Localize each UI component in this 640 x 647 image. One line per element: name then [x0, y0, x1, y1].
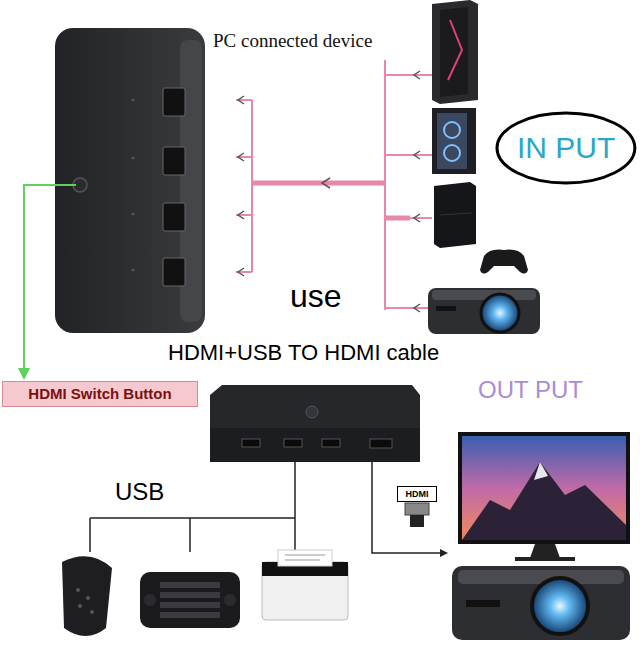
input-ellipse: IN PUT — [494, 110, 638, 186]
node-text: IN PUT — [517, 131, 615, 166]
ellipse-shape — [497, 113, 635, 183]
node-text: HDMI — [406, 489, 429, 499]
node-text: HDMI Switch Button — [28, 385, 171, 402]
output-label: OUT PUT — [478, 376, 583, 404]
cable-label: HDMI+USB TO HDMI cable — [168, 340, 439, 365]
device-caption: PC connected device — [213, 30, 372, 52]
hdmi-icon-label: HDMI — [397, 486, 437, 502]
use-label: use — [290, 278, 342, 315]
usb-label: USB — [115, 478, 164, 506]
button-label-box: HDMI Switch Button — [2, 381, 198, 407]
